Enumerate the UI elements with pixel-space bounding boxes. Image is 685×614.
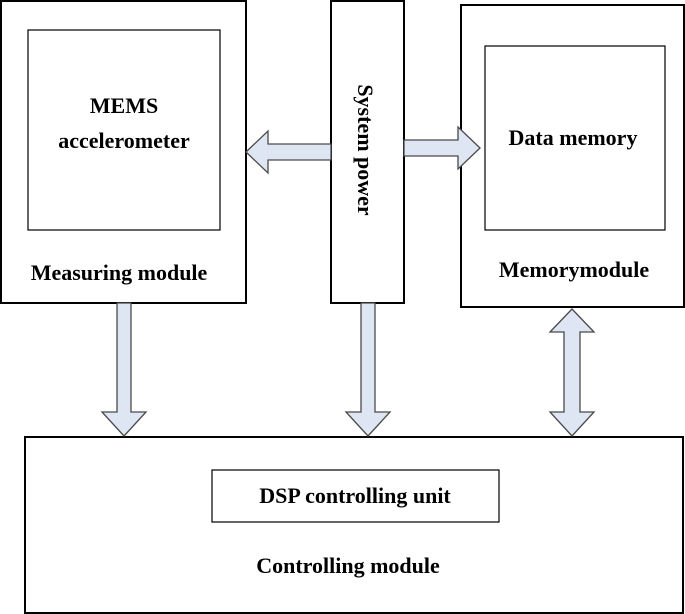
measuring-module-label: Measuring module [31, 260, 208, 285]
dsp-controlling-unit-label: DSP controlling unit [259, 483, 451, 508]
controlling-module-box [24, 436, 684, 614]
memory-module-label: Memorymodule [499, 257, 650, 282]
arrow-power-to-memory [403, 125, 481, 171]
data-memory-label: Data memory [509, 125, 638, 150]
mems-label-line2: accelerometer [58, 128, 190, 153]
dsp-controlling-unit-box [211, 469, 500, 523]
mems-label-line1: MEMS [90, 93, 158, 118]
mems-accelerometer-box [27, 29, 221, 231]
system-power-label: System power [353, 84, 378, 216]
arrow-power-to-controlling [344, 302, 392, 437]
arrow-measuring-to-controlling [100, 302, 148, 437]
arrow-power-to-measuring [245, 129, 332, 175]
arrow-memory-controlling-bidirectional [548, 308, 596, 437]
controlling-module-label: Controlling module [256, 553, 440, 578]
data-memory-box [484, 45, 666, 231]
